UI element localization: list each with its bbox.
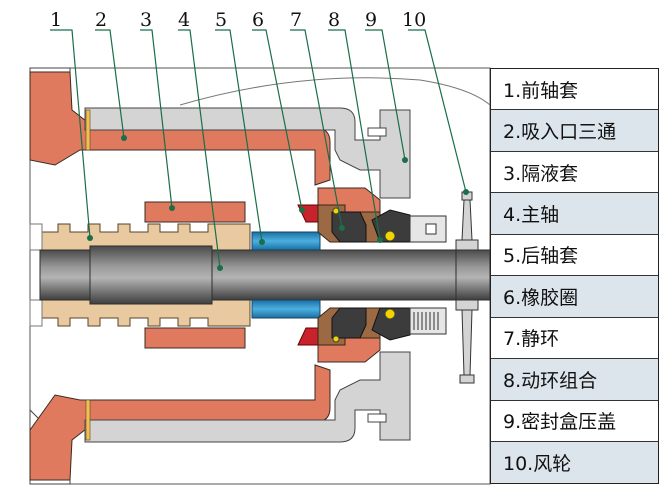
leader-dots: [87, 135, 469, 271]
rubber-ring-bottom: [297, 327, 319, 346]
static-ring-bottom: [331, 307, 367, 339]
callout-7: 7: [290, 9, 302, 31]
callout-6: 6: [252, 9, 264, 31]
callout-10: 10: [402, 9, 426, 31]
parts-legend: 1.前轴套 2.吸入口三通 3.隔液套 4.主轴 5.后轴套 6.橡胶圈 7.静…: [490, 68, 659, 484]
housing-outline-curve: [179, 77, 491, 106]
casing-strip-bottom: [85, 399, 91, 441]
callout-8: 8: [328, 9, 340, 31]
legend-item-6: 6.橡胶圈: [491, 276, 658, 318]
legend-item-5: 5.后轴套: [491, 235, 658, 277]
callout-5: 5: [215, 9, 227, 31]
seal-dot-bottom-2: [384, 308, 396, 320]
leader-lines: [50, 29, 467, 269]
legend-item-9: 9.密封盒压盖: [491, 401, 658, 442]
legend-item-2: 2.吸入口三通: [491, 110, 658, 152]
legend-item-3: 3.隔液套: [491, 152, 658, 194]
legend-item-8: 8.动环组合: [491, 359, 658, 401]
static-ring-top: [331, 211, 367, 243]
main-shaft-collar: [89, 245, 213, 305]
rear-sleeve-top: [251, 231, 321, 251]
seal-box-gland: [84, 107, 411, 443]
rear-sleeve-bottom: [251, 299, 321, 319]
legend-item-10: 10.风轮: [491, 441, 658, 484]
spring-holder-bottom: [409, 307, 447, 335]
front-sleeve: [29, 223, 251, 327]
callout-1: 1: [50, 9, 62, 31]
callout-3: 3: [140, 9, 152, 31]
callout-9: 9: [365, 9, 377, 31]
fan-impeller: [455, 191, 479, 384]
casing-strip-top: [85, 109, 91, 151]
spring-coil: [413, 312, 439, 330]
seal-dot-bottom-1: [332, 335, 340, 343]
callout-2: 2: [95, 9, 107, 31]
callout-4: 4: [178, 9, 190, 31]
seal-dot-top-2: [384, 230, 396, 242]
legend-item-4: 4.主轴: [491, 193, 658, 235]
legend-item-1: 1.前轴套: [491, 69, 658, 111]
legend-item-7: 7.静环: [491, 318, 658, 360]
spring-holder-window-top: [425, 223, 437, 235]
